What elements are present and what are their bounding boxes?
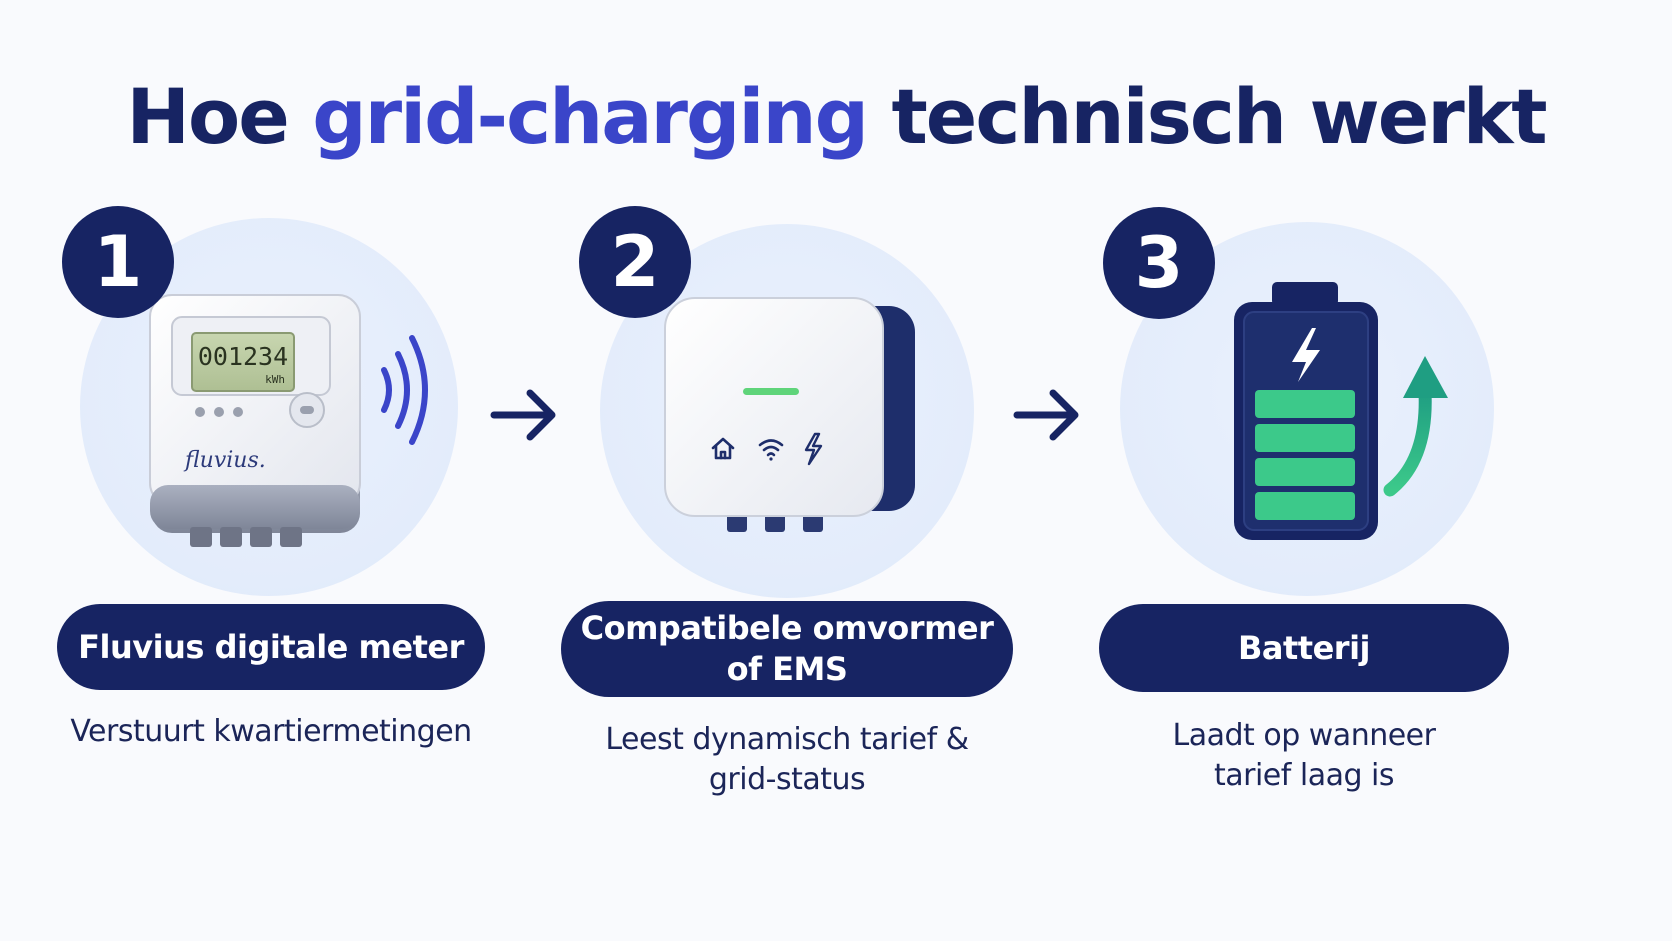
step-1-number: 1: [62, 206, 174, 318]
step-3-number: 3: [1103, 207, 1215, 319]
battery-bolt-icon: [1292, 328, 1320, 382]
page-title: Hoe grid-charging technisch werkt: [0, 72, 1672, 161]
step-2-label-line-1: Compatibele omvormer: [580, 609, 994, 647]
title-part-1: Hoe: [126, 72, 289, 161]
digital-meter-icon: 001234 kWh fluvius.: [149, 294, 361, 547]
step-1-description: Verstuurt kwartiermetingen: [57, 712, 485, 752]
step-2-description: Leest dynamisch tarief & grid-status: [561, 720, 1013, 800]
inverter-icon: [664, 297, 915, 532]
wifi-icon: [758, 439, 784, 461]
step-1-description-text: Verstuurt kwartiermetingen: [70, 714, 472, 749]
step-2-description-line-1: Leest dynamisch tarief &: [605, 722, 969, 757]
home-icon: [711, 437, 735, 460]
title-part-2: technisch werkt: [891, 72, 1547, 161]
step-2-description-line-2: grid-status: [708, 762, 866, 797]
wireless-signal-icon: [381, 335, 428, 445]
battery-icon: [1234, 282, 1378, 540]
step-3-description-line-1: Laadt op wanneer: [1172, 718, 1436, 753]
step-3-description: Laadt op wanneer tarief laag is: [1099, 716, 1509, 796]
arrow-right-icon: [490, 389, 556, 441]
meter-display-unit: kWh: [265, 373, 285, 386]
arrow-right-icon: [1013, 389, 1079, 441]
meter-display-value: 001234: [198, 342, 288, 371]
step-2-label-line-2: of EMS: [726, 650, 848, 688]
charging-arrow-icon: [1383, 356, 1448, 497]
step-3-label: Batterij: [1099, 604, 1509, 692]
meter-brand-logo: fluvius.: [183, 448, 266, 473]
step-1-label: Fluvius digitale meter: [57, 604, 485, 690]
step-2-number: 2: [579, 206, 691, 318]
step-3-description-line-2: tarief laag is: [1213, 758, 1395, 793]
step-1-label-text: Fluvius digitale meter: [78, 627, 464, 666]
step-3-label-text: Batterij: [1238, 628, 1371, 667]
title-highlight: grid-charging: [312, 72, 869, 161]
lightning-icon: [804, 432, 823, 466]
step-2-label: Compatibele omvormer of EMS: [561, 601, 1013, 697]
